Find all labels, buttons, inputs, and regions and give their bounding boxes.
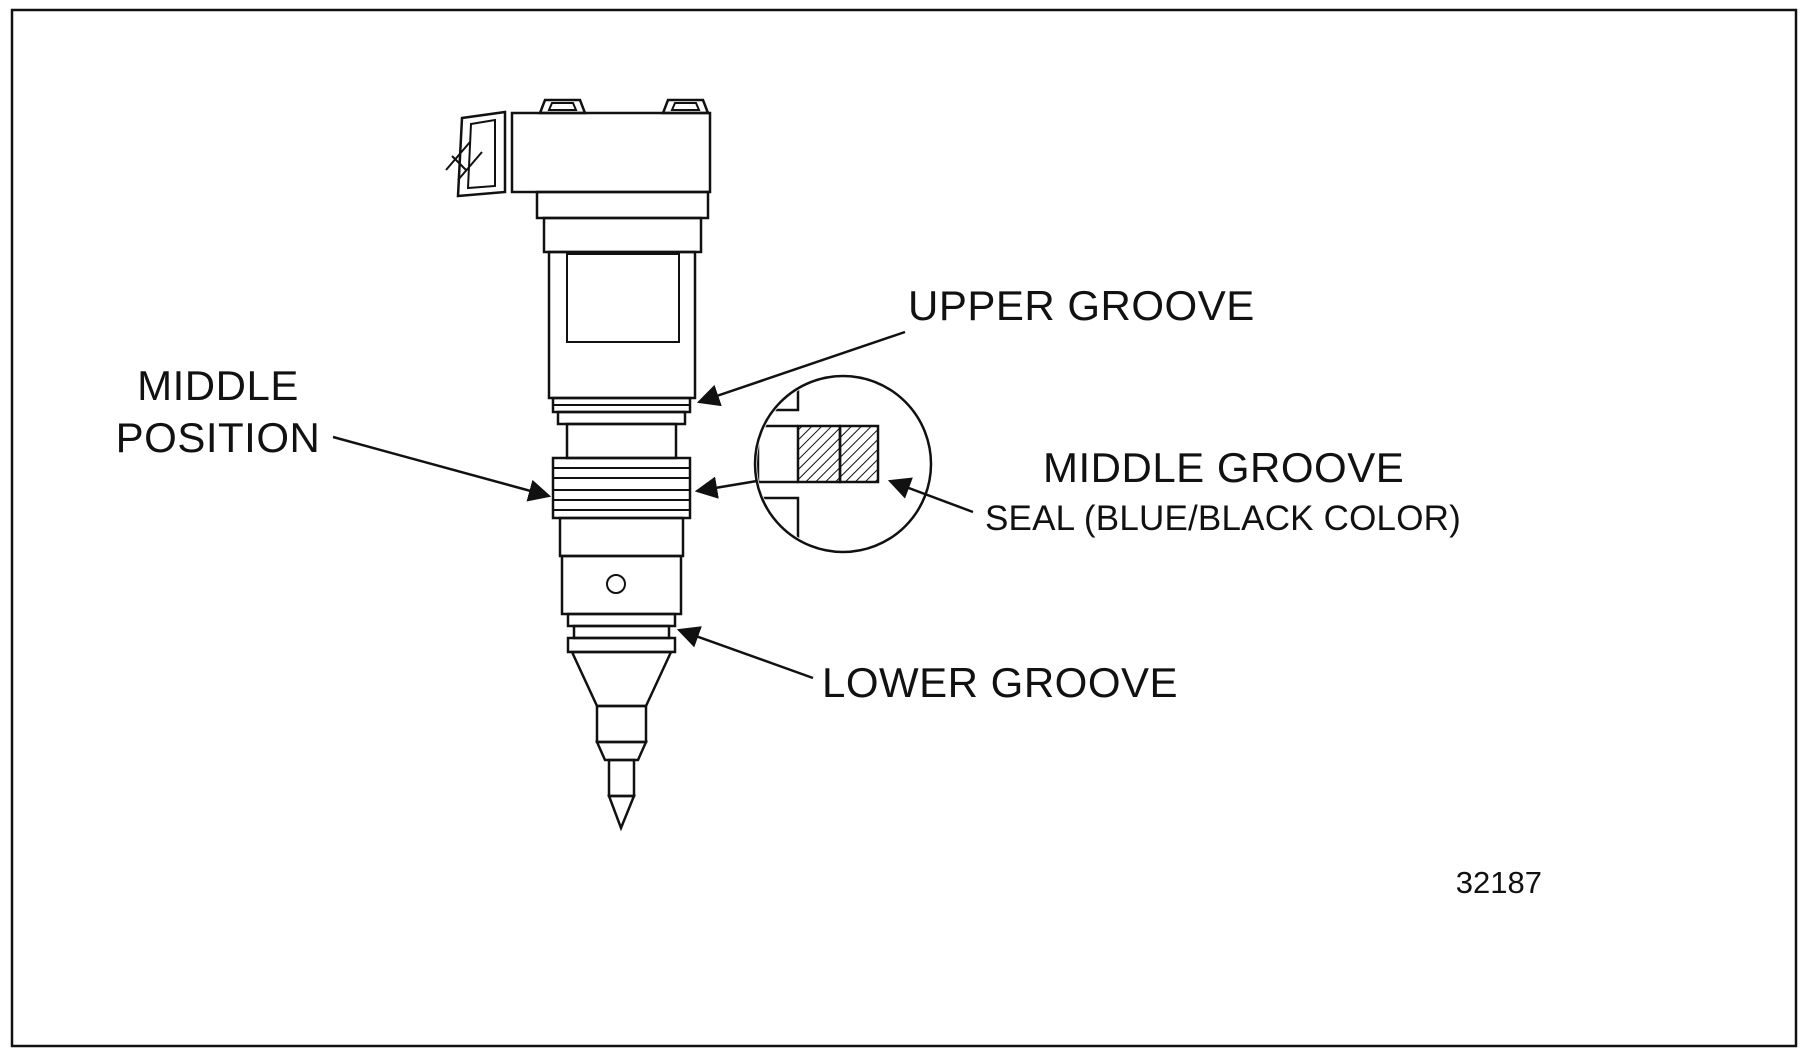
middle-groove-label: MIDDLE GROOVE — [1043, 444, 1404, 491]
middle-groove-section — [551, 456, 692, 520]
nozzle-tip — [570, 650, 673, 832]
seal-note-label: SEAL (BLUE/BLACK COLOR) — [985, 499, 1461, 538]
lower-groove-section — [566, 612, 677, 654]
upper-groove-arrow — [696, 330, 906, 407]
seal-cross-section — [757, 378, 880, 550]
seal-arrow — [887, 477, 974, 514]
middle-position-label-line1: MIDDLE — [137, 362, 299, 409]
middle-position-arrow — [332, 435, 552, 502]
figure-border — [10, 8, 1798, 1048]
figure-number: 32187 — [1456, 865, 1542, 900]
lower-body — [558, 516, 685, 616]
main-body — [547, 250, 697, 400]
lower-groove-arrow — [676, 626, 814, 680]
upper-groove-label: UPPER GROOVE — [908, 282, 1255, 329]
top-cap-right — [661, 98, 710, 115]
detail-to-injector-arrow — [694, 476, 758, 499]
seal-hatch-right — [838, 424, 880, 484]
detail-circle-outline — [753, 374, 933, 554]
middle-position-label-line2: POSITION — [116, 414, 321, 461]
lower-groove-label: LOWER GROOVE — [822, 659, 1178, 706]
upper-groove-section — [551, 396, 692, 426]
top-cap-left — [538, 98, 587, 115]
solenoid-block — [510, 98, 712, 194]
neck-section — [565, 422, 678, 460]
seal-detail-circle — [753, 374, 933, 554]
vent-hole — [606, 574, 626, 594]
seal-hatch-left — [796, 424, 842, 484]
upper-flanges — [535, 190, 710, 254]
injector-drawing — [445, 98, 712, 832]
top-cap-right-inner — [670, 102, 701, 111]
top-cap-left-inner — [547, 102, 578, 111]
electrical-connector — [445, 110, 507, 198]
